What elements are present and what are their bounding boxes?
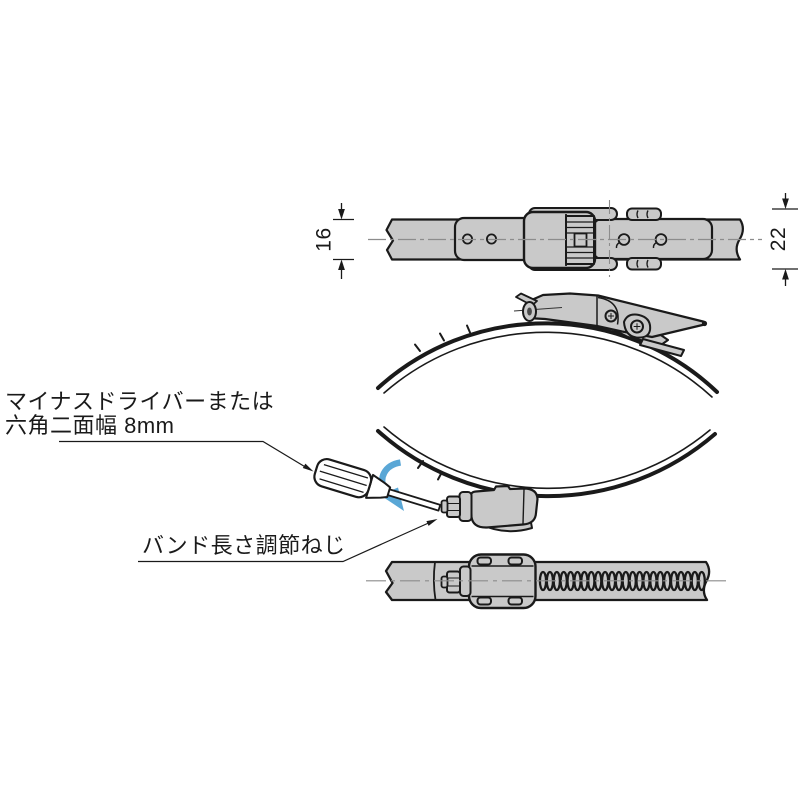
adjustment-screw-assembly — [440, 484, 539, 533]
leader-line-screwdriver — [59, 440, 310, 471]
dim-arrow — [782, 198, 789, 209]
band-lower-inner-edge — [383, 426, 711, 490]
lever-axis-line — [513, 307, 563, 312]
latch-lever — [513, 292, 708, 357]
rivet-cross — [608, 313, 614, 319]
dim-arrow — [338, 259, 345, 270]
housing-slot — [476, 556, 492, 566]
band-end-edge — [432, 561, 437, 601]
clamp-ring-drawing — [376, 321, 719, 499]
tab-hatch — [636, 210, 649, 219]
leader-arrowhead — [426, 519, 438, 526]
label-screwdriver-note-line2: 六角二面幅 8mm — [5, 413, 175, 438]
band-slot-ticks-lower — [417, 460, 443, 481]
handle-grip-lines — [319, 463, 369, 493]
screw-housing — [469, 484, 539, 529]
leader-line-screw — [138, 520, 434, 563]
tab-hatch — [636, 259, 649, 268]
handle-tip-knob — [701, 320, 708, 327]
buckle-tab-bottom — [626, 257, 662, 271]
housing-slot — [476, 596, 492, 606]
housing-slot — [507, 596, 523, 606]
bolt-facet-lines — [447, 577, 460, 587]
housing-end-edge — [522, 489, 525, 525]
band-upper-arc — [376, 321, 719, 394]
bolt-tip — [440, 575, 449, 589]
bolt-hex-head — [446, 570, 461, 594]
dimension-22: 22 — [767, 193, 798, 286]
housing-slot — [507, 556, 523, 566]
leader-arrowhead — [302, 463, 314, 472]
latch-catch-strip — [639, 338, 685, 357]
screw-tip — [440, 499, 449, 514]
dim-arrow — [782, 269, 789, 280]
dim-22-value: 22 — [767, 227, 790, 251]
lever-pin-hole — [527, 307, 532, 316]
screw-collar — [458, 491, 473, 522]
leader-lines — [59, 440, 438, 563]
hinge-plate-round — [597, 296, 619, 325]
band-slot-ticks-upper — [414, 324, 471, 352]
screwdriver — [313, 457, 442, 512]
annotation-labels: マイナスドライバーまたは 六角二面幅 8mm バンド長さ調節ねじ — [5, 389, 346, 558]
dimension-16: 16 — [313, 203, 354, 279]
bottom-view-band-drawing — [366, 553, 728, 610]
screw-hex-head — [446, 495, 461, 518]
dim-arrow — [338, 209, 345, 220]
band-lower-arc — [376, 429, 717, 499]
hook-slot-tail — [615, 241, 620, 249]
top-view-band-drawing — [368, 200, 762, 277]
hex-facet-lines — [447, 502, 460, 512]
label-screwdriver-note-line1: マイナスドライバーまたは — [5, 389, 274, 414]
rivet-cross — [633, 323, 641, 330]
label-adjustment-screw: バンド長さ調節ねじ — [142, 533, 346, 558]
hook-slot-tail — [652, 241, 657, 249]
dim-16-value: 16 — [313, 227, 336, 251]
buckle-tab-top — [626, 207, 662, 221]
band-upper-inner-edge — [383, 331, 713, 398]
